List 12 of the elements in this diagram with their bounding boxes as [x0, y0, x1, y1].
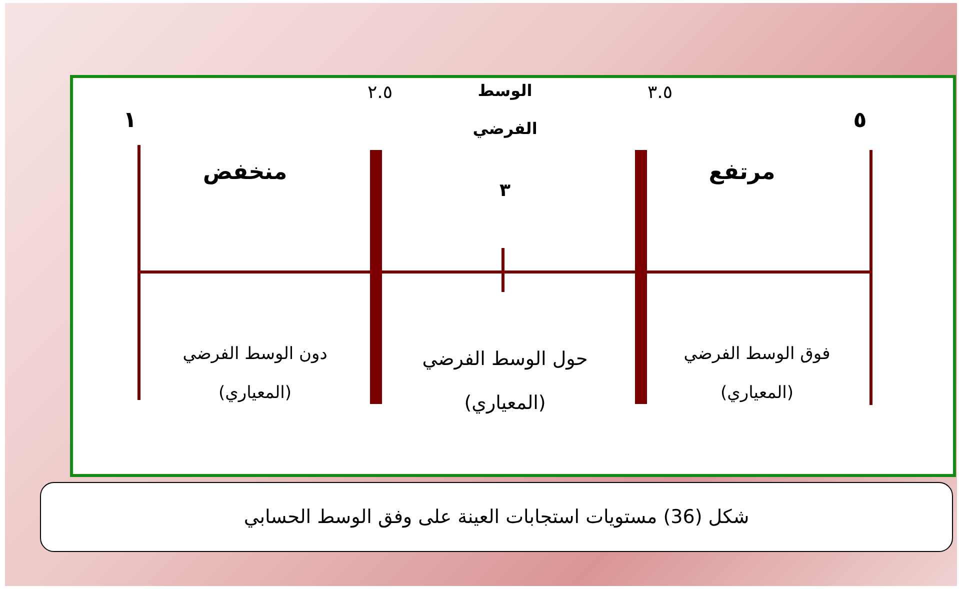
- level-label: مرتفع: [708, 160, 776, 186]
- level-label: منخفض: [202, 160, 288, 186]
- midpoint-label: الوسط الفرضي: [472, 80, 538, 140]
- scale-value: ٥: [852, 108, 868, 134]
- range-label: دون الوسط الفرضي (المعياري): [182, 343, 328, 406]
- midpoint-value: ٣: [498, 180, 512, 202]
- range-label: فوق الوسط الفرضي (المعياري): [682, 343, 832, 406]
- range-label: حول الوسط الفرضي (المعياري): [421, 347, 589, 416]
- figure-caption: شكل (36) مستويات استجابات العينة على وفق الوسط الحسابي: [40, 482, 953, 552]
- scale-value: ٣.٥: [646, 82, 674, 104]
- scale-value: ١: [122, 108, 138, 134]
- scale-value: ٢.٥: [366, 82, 394, 104]
